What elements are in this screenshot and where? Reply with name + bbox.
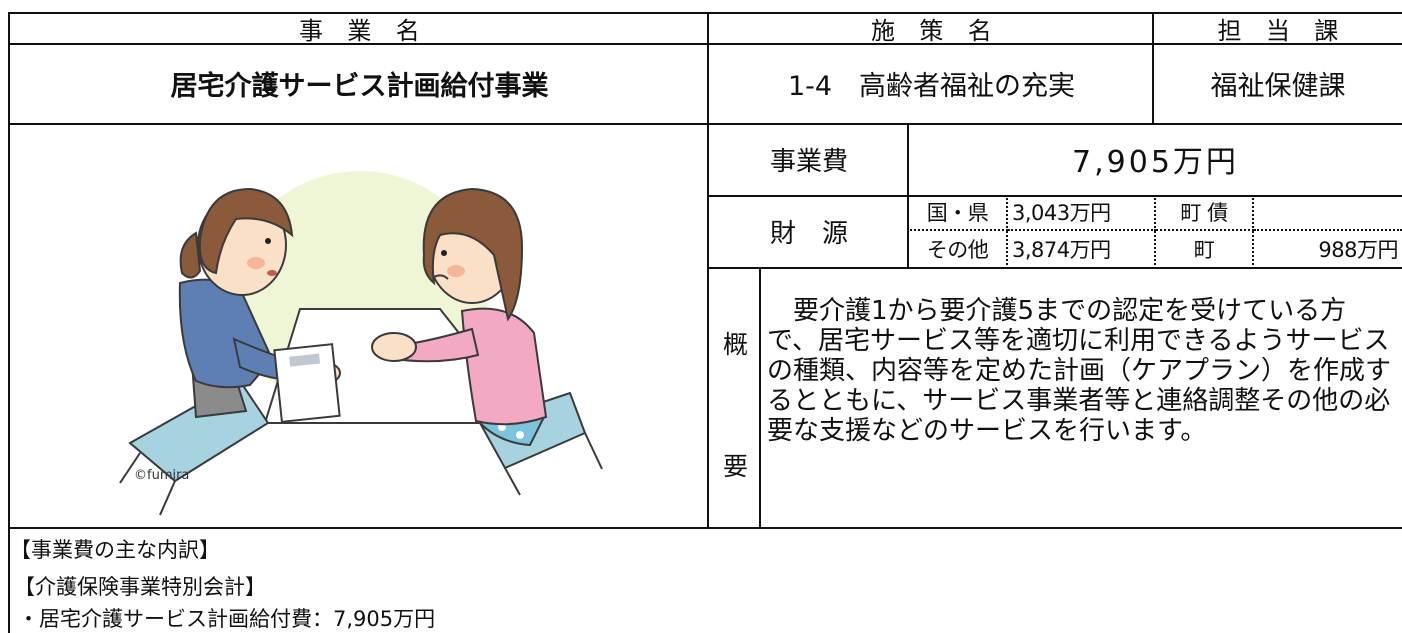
town-label: 町: [1193, 238, 1215, 262]
header-policy-name: 施 策 名: [707, 12, 1154, 45]
cost-amount: 7,905万円: [1072, 145, 1239, 180]
cost-label: 事業費: [769, 146, 848, 177]
funding-label: 財 源: [769, 218, 848, 249]
town-bond-label: 町 債: [1180, 201, 1228, 225]
project-name-cell: 居宅介護サービス計画給付事業: [8, 43, 709, 125]
project-name: 居宅介護サービス計画給付事業: [170, 70, 549, 102]
breakdown-heading: 【事業費の主な内訳】: [10, 538, 220, 562]
summary-label-cell: 概 要: [707, 267, 761, 529]
summary-label-top: 概: [723, 330, 749, 359]
town-label-cell: 町: [1156, 231, 1254, 269]
other-label: その他: [926, 238, 989, 262]
cost-amount-cell: 7,905万円: [907, 123, 1402, 197]
consultation-illustration: ©fumira: [119, 171, 603, 516]
header-project-name-text: 事 業 名: [299, 17, 420, 45]
national-pref-label-cell: 国・県: [907, 195, 1008, 231]
left-person: [178, 187, 341, 423]
right-person: [371, 187, 548, 447]
summary-text: 要介護1から要介護5までの認定を受けている方で、居宅サービス等を適切に利用できる…: [767, 296, 1392, 446]
town-bond-value-cell: [1254, 195, 1402, 231]
town-bond-label-cell: 町 債: [1156, 195, 1254, 231]
cost-label-cell: 事業費: [707, 123, 909, 197]
town-value: 988万円: [1318, 238, 1398, 262]
header-department: 担 当 課: [1152, 12, 1402, 45]
header-project-name: 事 業 名: [8, 12, 709, 45]
policy-name-cell: 1-4 高齢者福祉の充実: [707, 43, 1154, 125]
department-cell: 福祉保健課: [1152, 43, 1402, 125]
summary-label-bottom: 要: [723, 452, 749, 481]
other-value-cell: 3,874万円: [1008, 231, 1156, 269]
breakdown-account: 【介護保険事業特別会計】: [14, 575, 266, 599]
other-label-cell: その他: [907, 231, 1008, 269]
policy-name: 1-4 高齢者福祉の充実: [787, 70, 1076, 102]
department-name: 福祉保健課: [1210, 70, 1346, 102]
header-department-text: 担 当 課: [1217, 17, 1339, 45]
town-value-cell: 988万円: [1254, 231, 1402, 269]
illustration-credit: ©fumira: [134, 468, 189, 483]
national-pref-value: 3,043万円: [1012, 201, 1111, 225]
funding-label-cell: 財 源: [707, 195, 909, 269]
breakdown-item: ・居宅介護サービス計画給付費：7,905万円: [18, 607, 436, 631]
breakdown-left-border: [8, 527, 10, 633]
national-pref-label: 国・県: [926, 201, 989, 225]
illustration-cell: ©fumira: [8, 123, 709, 529]
other-value: 3,874万円: [1012, 238, 1111, 262]
national-pref-value-cell: 3,043万円: [1008, 195, 1156, 231]
header-policy-name-text: 施 策 名: [871, 17, 992, 45]
summary-text-cell: 要介護1から要介護5までの認定を受けている方で、居宅サービス等を適切に利用できる…: [759, 267, 1402, 529]
